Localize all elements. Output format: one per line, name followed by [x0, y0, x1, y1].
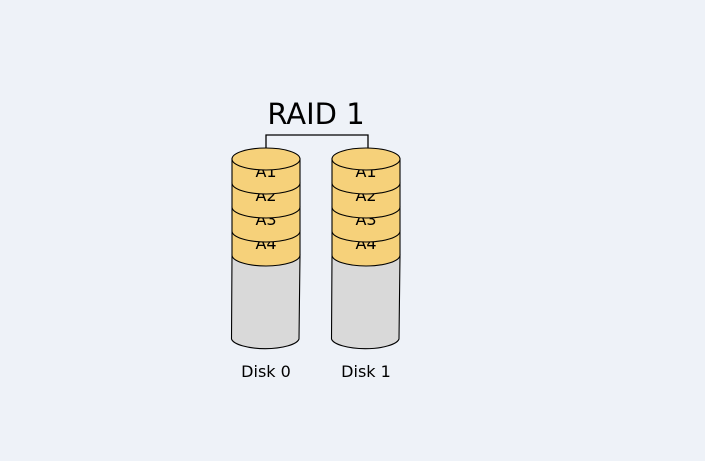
disk-empty-space	[230, 254, 301, 350]
disk-top-cap	[331, 147, 401, 171]
disk-label: Disk 1	[341, 362, 391, 381]
diagram-title: RAID 1	[267, 97, 364, 131]
disk-top-cap	[231, 147, 301, 171]
mirror-connector	[265, 134, 369, 158]
disk-empty-space	[330, 254, 401, 350]
disk-label: Disk 0	[241, 362, 291, 381]
